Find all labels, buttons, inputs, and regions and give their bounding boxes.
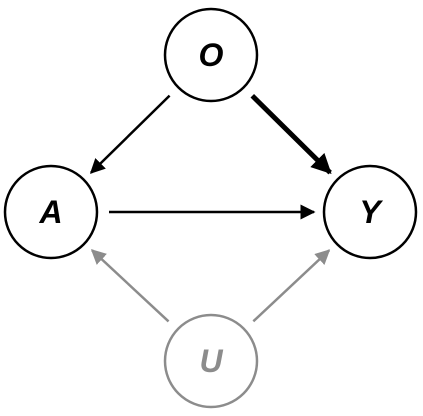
node-o-label: O <box>199 37 224 73</box>
node-a-label: A <box>38 194 62 230</box>
edge-o-to-a <box>89 94 171 174</box>
edge-u-to-y <box>252 249 331 323</box>
node-a-circle <box>3 164 99 260</box>
node-a: A <box>3 164 99 260</box>
edge-o-to-y <box>250 93 332 175</box>
node-u: U <box>163 313 259 409</box>
node-u-circle <box>163 313 259 409</box>
node-o-circle <box>163 7 259 103</box>
edge-u-to-a <box>90 249 170 323</box>
node-y-label: Y <box>359 194 383 230</box>
node-u-label: U <box>199 343 223 379</box>
node-o: O <box>163 7 259 103</box>
node-y-circle <box>322 164 418 260</box>
edges <box>89 93 332 323</box>
node-y: Y <box>322 164 418 260</box>
